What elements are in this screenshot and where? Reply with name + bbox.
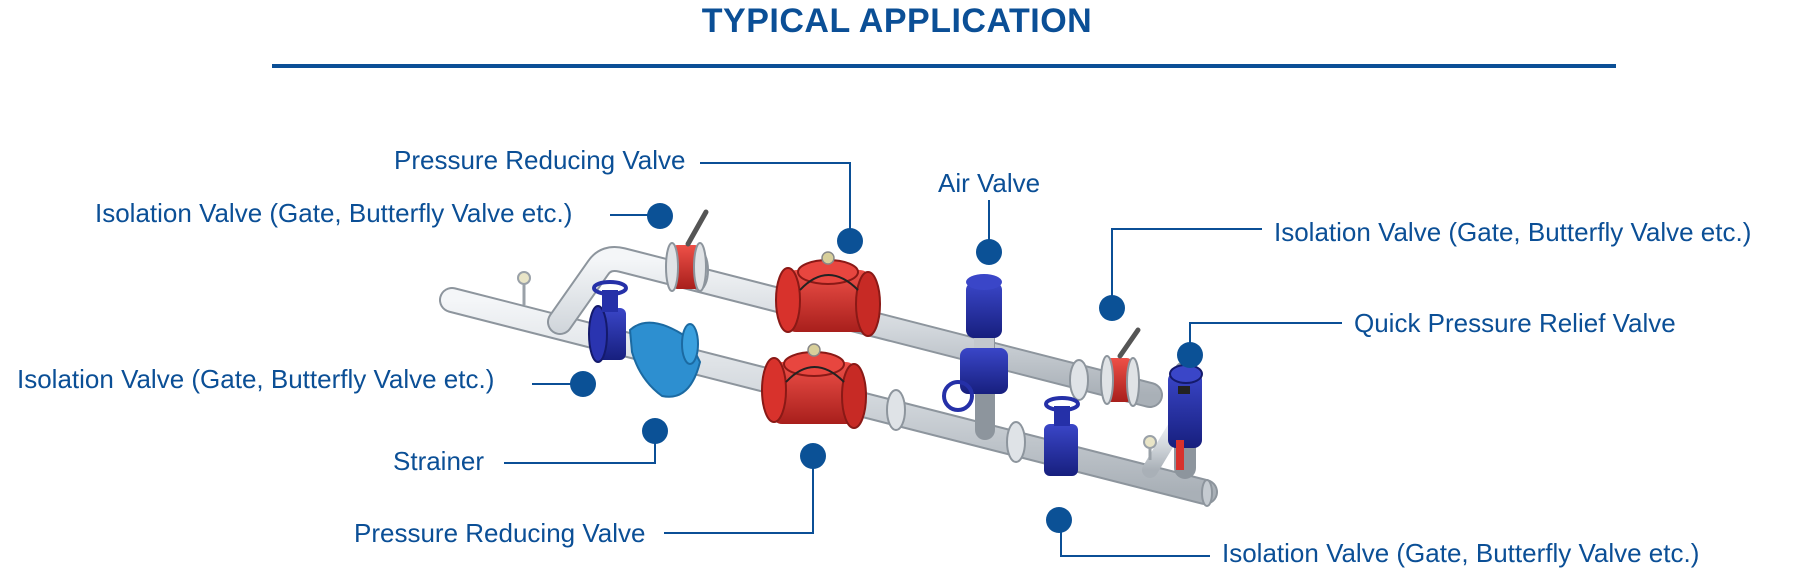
leader-prv-top-line	[700, 162, 851, 240]
leader-iso-bottom-right-marker	[1046, 507, 1072, 533]
gauge-right	[1143, 435, 1157, 460]
strainer-body	[628, 321, 702, 398]
label-strainer: Strainer	[393, 446, 485, 476]
leader-iso-mid-left-marker	[570, 371, 596, 397]
title-underline	[272, 64, 1616, 68]
leader-iso-top-right-line	[1111, 228, 1262, 306]
isolation-valve-top-right-body	[1100, 327, 1141, 407]
label-pressure-reducing-valve-bottom: Pressure Reducing Valve	[354, 518, 646, 548]
leader-strainer-line	[504, 432, 656, 464]
pressure-reducing-valve-top-body	[775, 251, 881, 337]
isolation-valve-bottom-right-body	[1044, 396, 1080, 476]
label-air-valve: Air Valve	[938, 168, 1041, 198]
leader-qprv-line	[1189, 322, 1342, 354]
leader-air-valve-marker	[976, 239, 1002, 265]
isolation-valve-mid-left-body	[588, 280, 628, 363]
leader-prv-bottom-line	[664, 458, 814, 534]
leader-iso-top-right-marker	[1099, 295, 1125, 321]
label-quick-pressure-relief-valve: Quick Pressure Relief Valve	[1354, 308, 1676, 338]
leader-qprv-marker	[1177, 342, 1203, 368]
label-isolation-valve-top-left: Isolation Valve (Gate, Butterfly Valve e…	[95, 198, 573, 228]
leader-prv-bottom-marker	[800, 443, 826, 469]
page-title: TYPICAL APPLICATION	[701, 1, 1093, 41]
label-isolation-valve-top-right: Isolation Valve (Gate, Butterfly Valve e…	[1274, 217, 1752, 247]
label-isolation-valve-mid-left: Isolation Valve (Gate, Butterfly Valve e…	[17, 364, 495, 394]
label-pressure-reducing-valve-top: Pressure Reducing Valve	[394, 145, 686, 175]
leader-iso-bottom-right-line	[1060, 522, 1210, 557]
air-valve-body	[942, 274, 1008, 412]
leader-prv-top-marker	[837, 228, 863, 254]
isolation-valve-top-left-body	[665, 209, 709, 292]
gauge-left	[517, 271, 531, 305]
leader-iso-top-left-marker	[647, 203, 673, 229]
pressure-reducing-valve-bottom-body	[761, 343, 867, 429]
leader-strainer-marker	[642, 418, 668, 444]
callout-leaders	[504, 162, 1342, 557]
label-isolation-valve-bottom-right: Isolation Valve (Gate, Butterfly Valve e…	[1222, 538, 1700, 568]
